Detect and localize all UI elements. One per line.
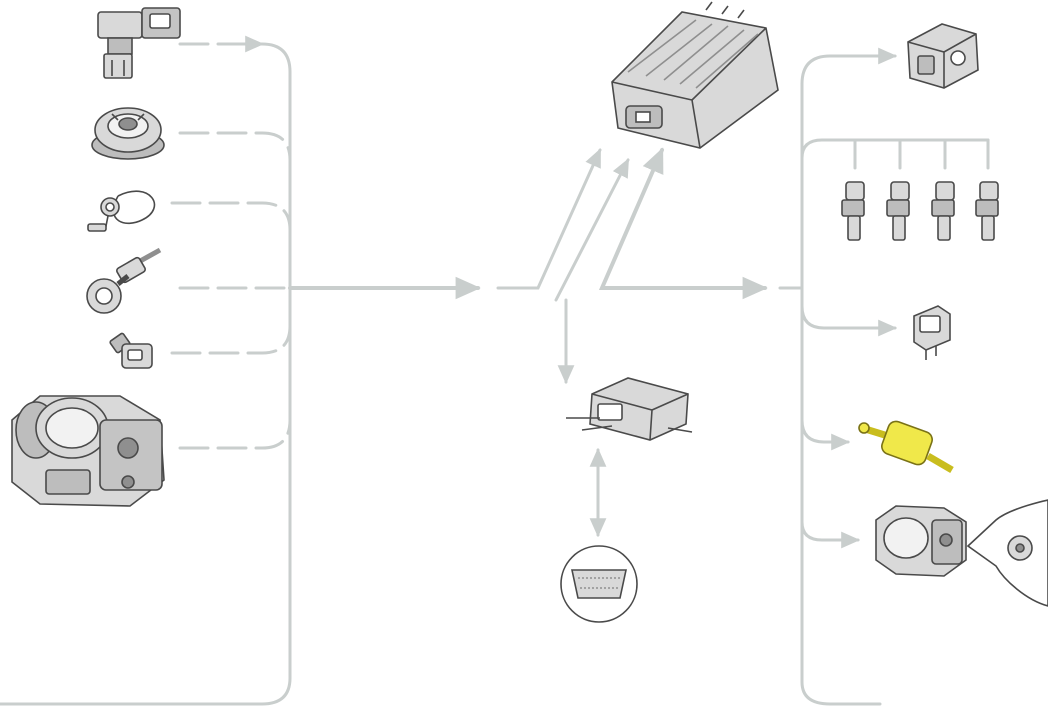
input-line-6 xyxy=(180,420,290,448)
canister-valve-icon xyxy=(859,419,952,470)
input-line-3 xyxy=(172,203,290,230)
input-line-5 xyxy=(172,326,290,353)
output-bus-vertical xyxy=(802,84,880,704)
relay-box-icon xyxy=(566,378,692,440)
injector-icon xyxy=(842,182,864,240)
injector-group xyxy=(842,182,998,240)
diagnostic-connector-icon xyxy=(561,546,637,622)
ignition-coil-icon xyxy=(914,306,950,360)
injector-icon xyxy=(976,182,998,240)
knock-sensor-icon xyxy=(88,191,154,231)
output-line-injectors xyxy=(802,140,988,158)
speed-sensor-icon xyxy=(92,108,164,159)
injector-icon xyxy=(932,182,954,240)
injector-icon xyxy=(887,182,909,240)
pressure-sensor-icon xyxy=(98,8,180,78)
position-sensor-icon xyxy=(87,250,160,313)
output-line-valve xyxy=(802,420,848,442)
throttle-body-icon xyxy=(12,396,164,506)
trunk-to-ecu-b xyxy=(556,160,628,300)
control-unit-icon xyxy=(612,2,778,148)
pedal-callout-icon xyxy=(968,500,1048,606)
throttle-actuator-icon xyxy=(876,506,966,576)
trunk-to-ecu-a xyxy=(498,150,600,288)
fuel-pump-icon xyxy=(908,24,978,88)
ecu-to-outputs xyxy=(602,150,765,288)
input-line-2 xyxy=(180,133,290,160)
output-line-coil xyxy=(802,306,895,328)
output-line-throttle xyxy=(802,522,858,540)
output-bus-line xyxy=(802,56,895,84)
temperature-sensor-icon xyxy=(109,333,152,368)
